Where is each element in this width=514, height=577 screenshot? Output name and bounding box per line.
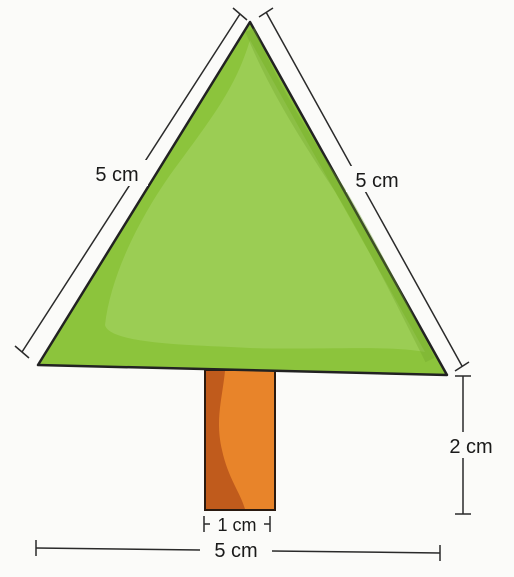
tree-trunk (204, 369, 276, 511)
trunk-height-label-bg (440, 432, 502, 458)
left-side-label: 5 cm (95, 164, 138, 186)
trunk-height-label: 2 cm (449, 436, 492, 458)
left-side-label-bg (86, 160, 148, 186)
base-width-label: 5 cm (214, 540, 257, 562)
canopy-right-shade (245, 28, 435, 363)
left-side-tick-bottom (14, 345, 30, 359)
base-width-dimension (35, 540, 441, 561)
right-side-label: 5 cm (355, 170, 398, 192)
base-width-line-left (35, 547, 201, 551)
right-side-tick-top (258, 7, 274, 18)
left-side-tick-top (232, 7, 248, 21)
canopy-highlight (105, 40, 425, 352)
trunk-width-dimension (203, 516, 271, 532)
tree-canopy (36, 20, 449, 377)
base-width-line-right (271, 550, 441, 554)
right-side-label-bg (346, 166, 408, 192)
trunk-shadow (206, 371, 245, 509)
trunk-width-label: 1 cm (217, 515, 256, 535)
right-side-tick-bottom (454, 361, 470, 372)
